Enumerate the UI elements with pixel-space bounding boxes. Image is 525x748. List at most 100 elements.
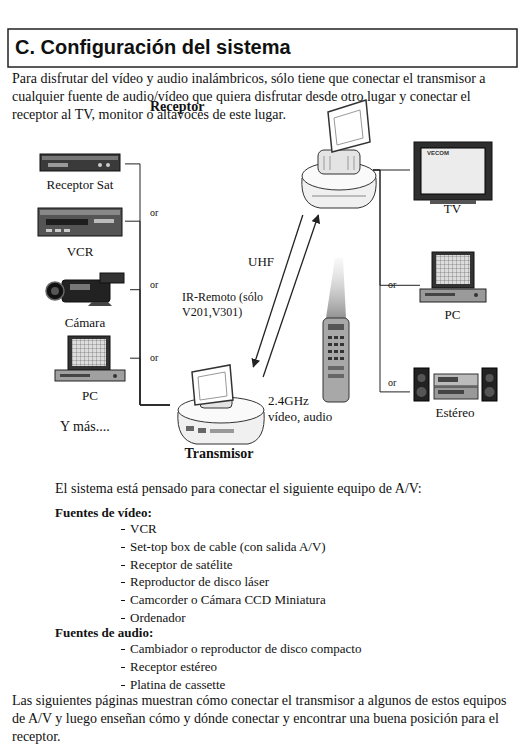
- device-label: VCR: [23, 244, 137, 259]
- brand-text: VECOM: [427, 150, 467, 157]
- remote-control-illustration: [334, 343, 338, 346]
- device-label: PC: [408, 307, 497, 322]
- device-node: Transmisor: [170, 362, 268, 462]
- remote-control-illustration: [340, 357, 344, 360]
- remote-control-illustration: [323, 258, 349, 402]
- stereo-illustration: [418, 374, 426, 382]
- vcr-illustration: [46, 229, 52, 232]
- camcorder-illustration: [100, 273, 124, 283]
- vcr-illustration: [94, 219, 114, 223]
- camcorder-illustration: [88, 302, 112, 306]
- remote-control-illustration: [326, 258, 346, 318]
- vcr-illustration: [40, 210, 120, 215]
- remote-control-illustration: [328, 343, 332, 346]
- list-item: Ordenador: [130, 610, 186, 626]
- remote-control-illustration: [328, 350, 332, 353]
- signal-label: UHF: [248, 254, 288, 270]
- signal-label: 2.4GHz vídeo, audio: [268, 393, 340, 425]
- or-label: or: [150, 207, 158, 219]
- cable-line: [130, 358, 170, 405]
- device-node: VCR: [35, 205, 125, 259]
- computer-illustration: [55, 370, 125, 381]
- stereo-illustration: [414, 368, 429, 401]
- stereo-illustration: [414, 368, 497, 401]
- device-node: PC: [50, 333, 130, 403]
- stereo-illustration: [486, 374, 494, 382]
- stereo-illustration: [434, 374, 478, 386]
- remote-control-illustration: [334, 336, 338, 339]
- closing-text: Las siguientes páginas muestran cómo con…: [12, 692, 517, 746]
- computer-illustration: [113, 374, 117, 378]
- remote-control-illustration: [328, 366, 344, 370]
- remote-control-illustration: [340, 336, 344, 339]
- satellite-receiver-illustration: [40, 154, 120, 171]
- satellite-receiver-illustration: [48, 163, 68, 167]
- list-heading: Fuentes de audio:: [55, 625, 153, 641]
- intro-text: Para disfrutar del vídeo y audio inalámb…: [12, 70, 517, 124]
- list-item: Receptor de satélite: [130, 557, 233, 573]
- device-node: PC: [420, 250, 485, 322]
- camcorder-illustration: [51, 287, 59, 295]
- list-intro: El sistema está pensado para conectar el…: [55, 480, 515, 498]
- or-label: or: [150, 279, 158, 291]
- device-node: Cámara: [40, 268, 130, 330]
- stereo-illustration: [417, 387, 427, 397]
- vcr-illustration: [46, 219, 88, 225]
- satellite-receiver-illustration: [106, 163, 110, 167]
- satellite-receiver-illustration: [98, 163, 102, 167]
- device-label: PC: [38, 388, 142, 403]
- stereo-illustration: [438, 377, 458, 382]
- list-item: Camcorder o Cámara CCD Miniatura: [130, 592, 326, 608]
- vcr-illustration: [55, 229, 61, 232]
- stereo-illustration: [438, 390, 464, 394]
- remote-control-illustration: [340, 350, 344, 353]
- remote-control-illustration: [328, 324, 344, 330]
- receiver-illustration: [312, 196, 366, 197]
- receiver-illustration: [318, 150, 360, 174]
- computer-illustration: [60, 374, 90, 377]
- transmitter-illustration: [192, 365, 233, 405]
- remote-control-illustration: [323, 318, 349, 402]
- list-item: Platina de cassette: [130, 677, 225, 693]
- receiver-illustration: [334, 110, 363, 145]
- cable-line: [130, 290, 170, 405]
- receiver-illustration: [302, 100, 376, 208]
- remote-control-illustration: [328, 374, 344, 378]
- cable-line: [373, 170, 420, 285]
- device-label: Cámara: [28, 315, 142, 330]
- device-label: Estéreo: [398, 405, 512, 420]
- stereo-illustration: [434, 387, 478, 399]
- transmitter-illustration: [178, 365, 264, 444]
- more-note: Y más....: [60, 418, 150, 436]
- vcr-illustration: [38, 208, 122, 236]
- transmitter-illustration: [198, 372, 227, 400]
- signal-arrow: [263, 215, 318, 377]
- receiver-illustration: [324, 156, 354, 170]
- camcorder-illustration: [46, 273, 124, 306]
- receiver-illustration: [328, 100, 370, 152]
- device-label: TV: [398, 201, 507, 216]
- tv-illustration: [414, 142, 492, 204]
- cable-line: [373, 170, 410, 171]
- remote-control-illustration: [328, 336, 332, 339]
- or-label: or: [388, 279, 396, 291]
- device-node: TV: [410, 140, 495, 216]
- computer-illustration: [55, 336, 125, 381]
- tv-illustration: [421, 148, 485, 194]
- satellite-receiver-illustration: [42, 156, 118, 160]
- remote-control-illustration: [334, 350, 338, 353]
- tv-illustration: [414, 142, 492, 200]
- list-item: VCR: [130, 521, 157, 537]
- vcr-illustration: [64, 229, 70, 232]
- camcorder-illustration: [46, 282, 64, 300]
- device-node: Receptor: [295, 95, 373, 215]
- or-label: or: [388, 377, 396, 389]
- vcr-illustration: [38, 208, 122, 236]
- list-item: Cambiador o reproductor de disco compact…: [130, 641, 361, 657]
- computer-illustration: [474, 293, 478, 297]
- page-title: C. Configuración del sistema: [15, 35, 291, 59]
- computer-illustration: [432, 252, 474, 288]
- device-label: Receptor Sat: [23, 177, 137, 192]
- cable-line: [125, 164, 170, 405]
